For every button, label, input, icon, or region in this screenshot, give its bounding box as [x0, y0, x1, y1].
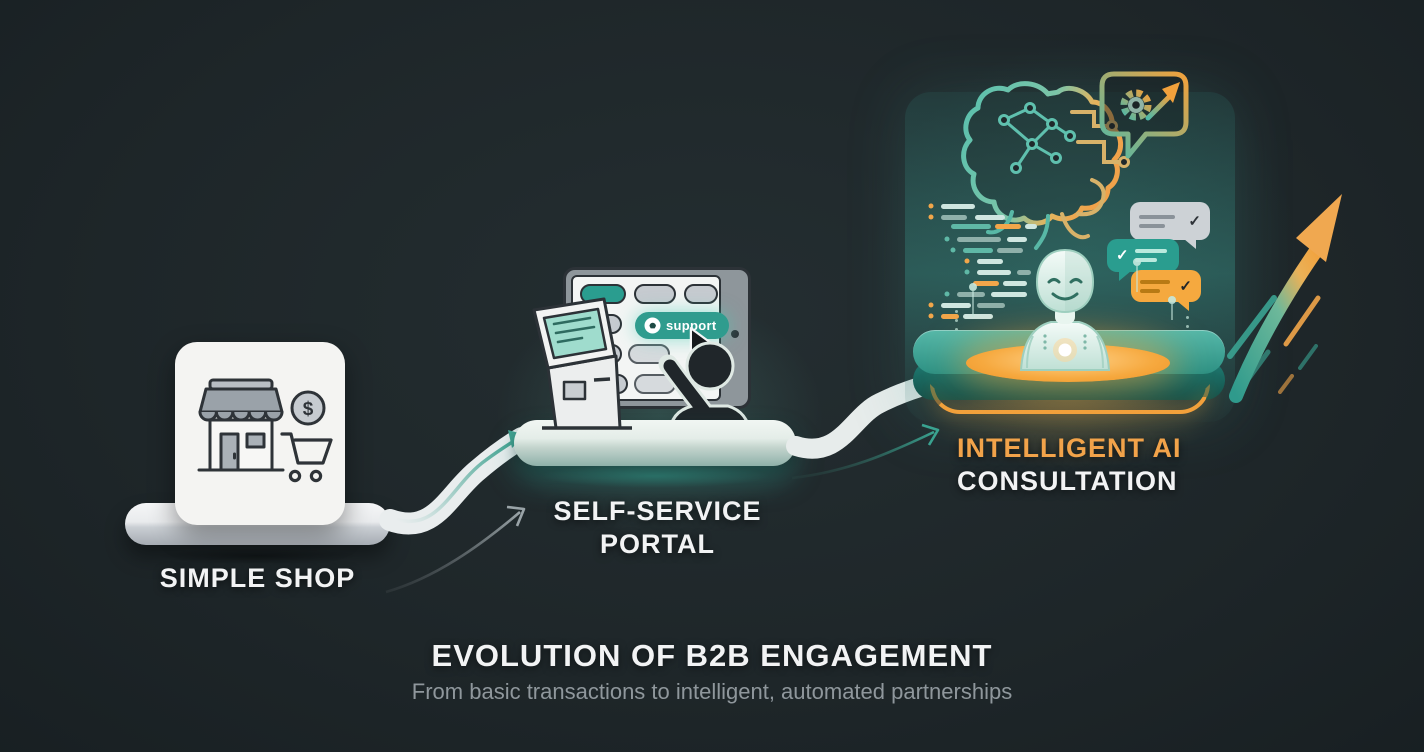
- support-icon: [644, 317, 661, 334]
- growth-arrow-icon: [1227, 194, 1342, 403]
- chat-bubble-gray: ✓: [1130, 202, 1210, 249]
- dollar-coin-icon: $: [290, 390, 326, 426]
- bubble-arrow-icon: [1162, 82, 1180, 103]
- platform1-shadow: [155, 548, 360, 564]
- tablet-camera-dot: [731, 330, 739, 338]
- svg-text:$: $: [303, 399, 314, 420]
- kiosk-icon: [532, 297, 632, 430]
- stage3-label-line1: INTELLIGENT AI: [957, 433, 1182, 463]
- chat-bubble-teal: ✓: [1107, 239, 1179, 281]
- stage3-label-line2: CONSULTATION: [957, 466, 1178, 496]
- gear-bubble-icon: [1099, 71, 1189, 159]
- platform-ai-orange-rim: [930, 384, 1210, 414]
- holo-pin: [969, 283, 977, 317]
- page-subtitle: From basic transactions to intelligent, …: [411, 679, 1013, 704]
- chat-check-icon: ✓: [1116, 247, 1129, 264]
- shopping-cart-icon: [280, 432, 333, 483]
- holo-pin: [1168, 296, 1176, 320]
- code-lines: [928, 203, 1037, 319]
- stage1-label: SIMPLE SHOP: [159, 563, 356, 593]
- holo-dots: [955, 310, 958, 337]
- ribbon-stage2-to-stage3: [786, 377, 930, 459]
- menu-pill[interactable]: [634, 284, 676, 304]
- menu-pill[interactable]: [628, 344, 670, 364]
- support-button-label: support: [666, 318, 717, 333]
- menu-pill[interactable]: [684, 284, 718, 304]
- storefront-icon: $: [197, 378, 333, 483]
- stage2-label-line2: PORTAL: [600, 529, 715, 559]
- holo-pin: [1133, 258, 1141, 292]
- stage3-label: INTELLIGENT AI CONSULTATION: [957, 432, 1277, 498]
- support-button[interactable]: support: [635, 312, 729, 339]
- page-title: EVOLUTION OF B2B ENGAGEMENT: [431, 638, 993, 673]
- gear-icon: [1120, 89, 1152, 121]
- chat-bubble-orange: ✓: [1131, 270, 1201, 311]
- stage2-label-line1: SELF-SERVICE: [553, 496, 762, 526]
- platform2-reflection: [540, 464, 770, 488]
- stage2-label: SELF-SERVICE PORTAL: [505, 495, 810, 561]
- ai-avatar-icon: [1019, 248, 1111, 371]
- chat-check-icon: ✓: [1179, 277, 1192, 295]
- chat-check-icon: ✓: [1188, 212, 1201, 230]
- arrow-portal-to-ai: [791, 423, 940, 480]
- arrow-simple-to-portal: [385, 505, 526, 594]
